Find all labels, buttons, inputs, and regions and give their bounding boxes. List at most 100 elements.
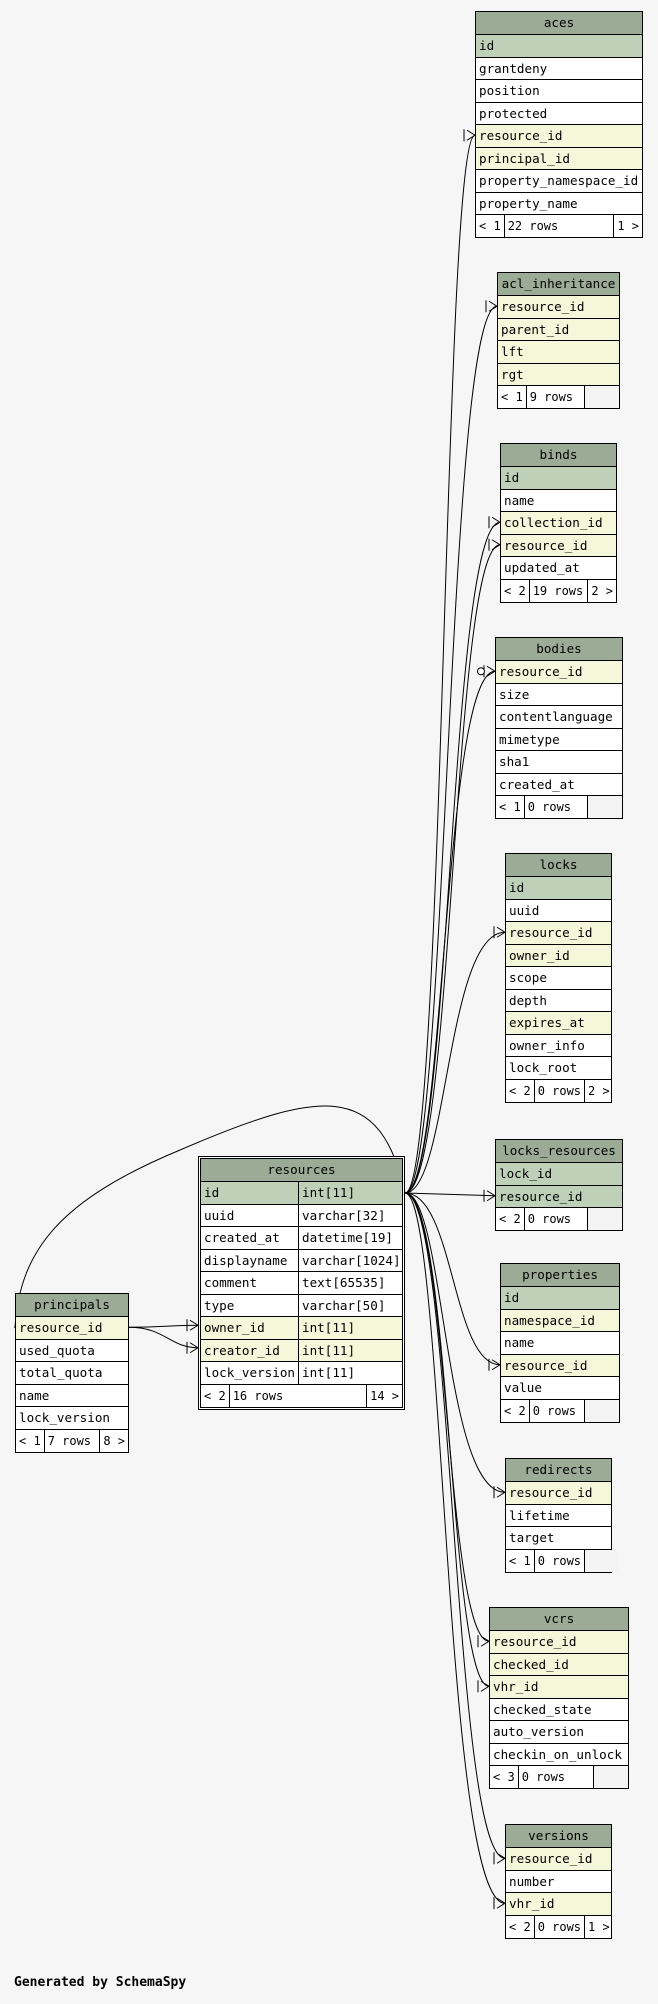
column-row: checked_state (490, 1699, 628, 1721)
parent-count: 2 > (584, 1079, 613, 1102)
column-name: property_name (479, 195, 578, 211)
column-row: sha1 (496, 751, 622, 774)
table-title[interactable]: bodies (496, 638, 622, 661)
child-count: < 2 (499, 1212, 521, 1226)
table-title[interactable]: properties (501, 1264, 619, 1287)
column-name: name (504, 492, 535, 508)
column-row: depth (506, 990, 611, 1012)
column-row: contentlanguage (496, 706, 622, 729)
row-count: 0 rows (523, 1208, 587, 1230)
column-name: lock_root (509, 1060, 578, 1075)
child-count: < 1 (19, 1433, 41, 1448)
column-row: id (501, 467, 616, 490)
column-name: comment (204, 1275, 258, 1290)
column-name: creator_id (204, 1342, 280, 1358)
child-count: < 3 (493, 1770, 515, 1784)
column-name: owner_id (204, 1320, 265, 1335)
column-row: namespace_id (501, 1309, 619, 1332)
column-name: grantdeny (479, 60, 548, 76)
column-name: name (19, 1387, 50, 1403)
column-row: size (496, 684, 622, 706)
table-title[interactable]: vcrs (490, 1608, 628, 1631)
column-type: int[11] (298, 1339, 402, 1361)
column-name: id (509, 880, 525, 895)
row-count: 0 rows (533, 1915, 584, 1938)
parent-count (593, 1766, 628, 1788)
column-name: vhr_id (493, 1679, 539, 1694)
parent-count (587, 796, 622, 818)
table-title[interactable]: versions (506, 1825, 611, 1848)
column-name: resource_id (504, 1357, 588, 1373)
column-row: creator_id int[11] (201, 1339, 402, 1362)
row-count: 9 rows (525, 386, 584, 408)
table-title[interactable]: aces (476, 12, 642, 35)
column-row: resource_id (476, 125, 642, 148)
column-row: property_namespace_id (476, 170, 642, 193)
column-name: resource_id (504, 537, 588, 553)
child-count: < 1 (509, 1553, 531, 1568)
column-name: lock_version (19, 1410, 110, 1425)
column-row: resource_id (506, 1848, 611, 1871)
column-row: resource_id (501, 1354, 619, 1377)
column-name: lock_version (204, 1365, 295, 1380)
child-count: < 2 (204, 1388, 226, 1403)
column-row: auto_version (490, 1721, 628, 1744)
column-name: sha1 (499, 754, 530, 769)
column-type: varchar[1024] (298, 1249, 402, 1271)
column-name: target (509, 1530, 555, 1545)
column-row: owner_info (506, 1035, 611, 1057)
column-name: created_at (499, 776, 575, 792)
parent-count: 14 > (366, 1384, 402, 1407)
column-row: lock_version (16, 1407, 128, 1430)
row-count: 0 rows (523, 796, 587, 818)
column-row: total_quota (16, 1362, 128, 1385)
table-title[interactable]: redirects (506, 1459, 611, 1482)
table-title[interactable]: locks_resources (496, 1140, 622, 1163)
column-name: id (504, 470, 520, 485)
column-name: number (509, 1873, 555, 1889)
table-title[interactable]: locks (506, 854, 611, 877)
column-name: lifetime (509, 1507, 570, 1523)
edge-versions-vhr-id (404, 1192, 506, 1904)
table-title[interactable]: principals (16, 1294, 128, 1317)
child-count: < 2 (504, 1403, 526, 1418)
row-count: 22 rows (503, 215, 614, 237)
edge-resources-creator-id (128, 1326, 199, 1349)
table-title[interactable]: binds (501, 444, 616, 467)
column-row: lock_root (506, 1057, 611, 1080)
column-name: lft (501, 344, 524, 359)
column-row: rgt (498, 363, 619, 386)
column-name: type (204, 1297, 235, 1313)
column-type: int[11] (298, 1182, 402, 1204)
table-title[interactable]: resources (201, 1159, 402, 1182)
column-row: lock_id (496, 1163, 622, 1186)
child-count: < 1 (499, 800, 521, 814)
child-count: < 2 (509, 1919, 531, 1934)
column-row: property_name (476, 193, 642, 215)
table-title[interactable]: acl_inheritance (498, 273, 619, 296)
parent-count: 1 > (584, 1915, 613, 1938)
